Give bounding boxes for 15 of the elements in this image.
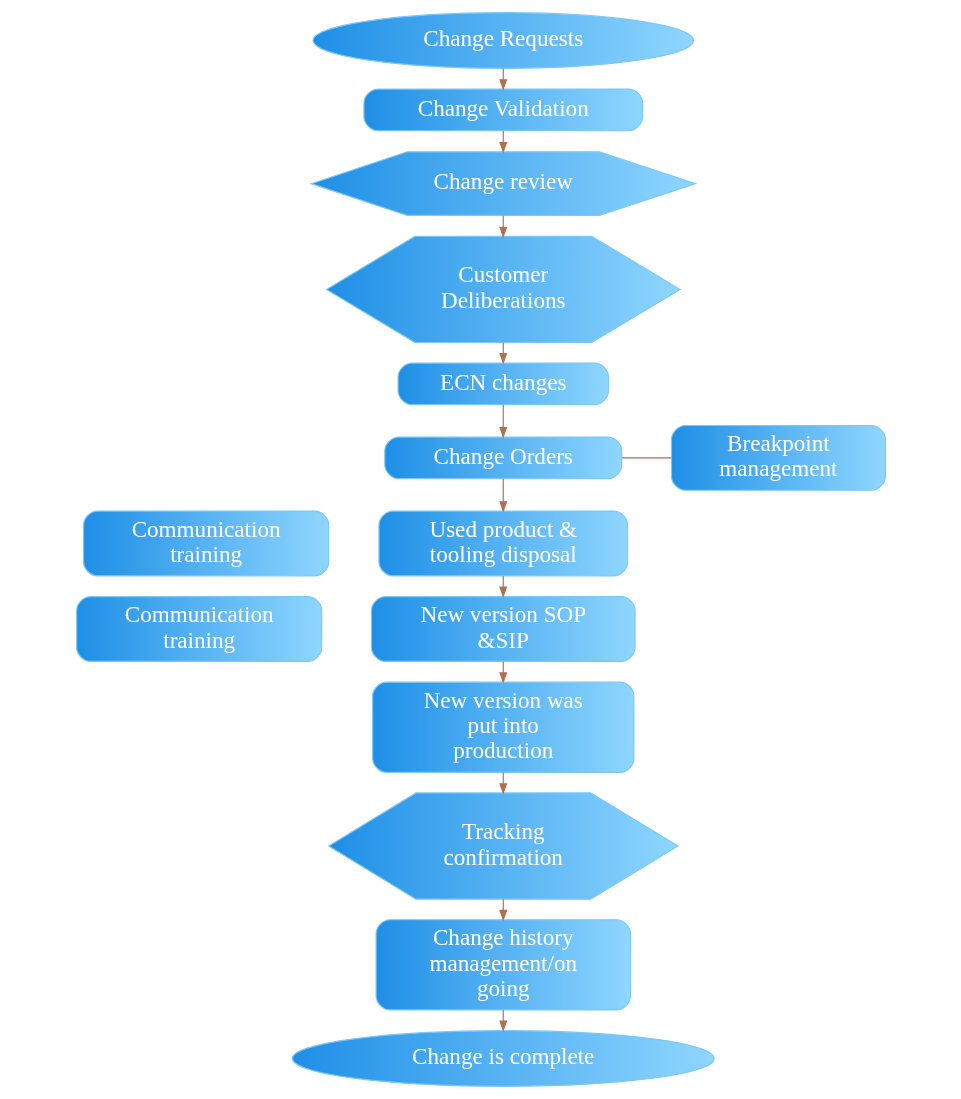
node-box: New version was put into production — [371, 681, 634, 773]
arrow — [498, 404, 507, 439]
node-box: Breakpoint management — [670, 424, 886, 491]
node-ellipse: Change Requests — [311, 12, 694, 69]
node-box: Communication training — [82, 510, 329, 577]
node-box: Change history management/on going — [375, 919, 631, 1011]
node-box: ECN changes — [396, 362, 609, 406]
connector — [620, 457, 672, 459]
node-ellipse: Change is complete — [291, 1030, 715, 1087]
arrow — [498, 478, 507, 513]
node-box: Change Orders — [383, 436, 622, 480]
node-box: Used product & tooling disposal — [377, 510, 628, 577]
node-box: Communication training — [75, 596, 322, 662]
node-box: New version SOP &SIP — [370, 596, 636, 662]
node-box: Change Validation — [362, 88, 643, 132]
